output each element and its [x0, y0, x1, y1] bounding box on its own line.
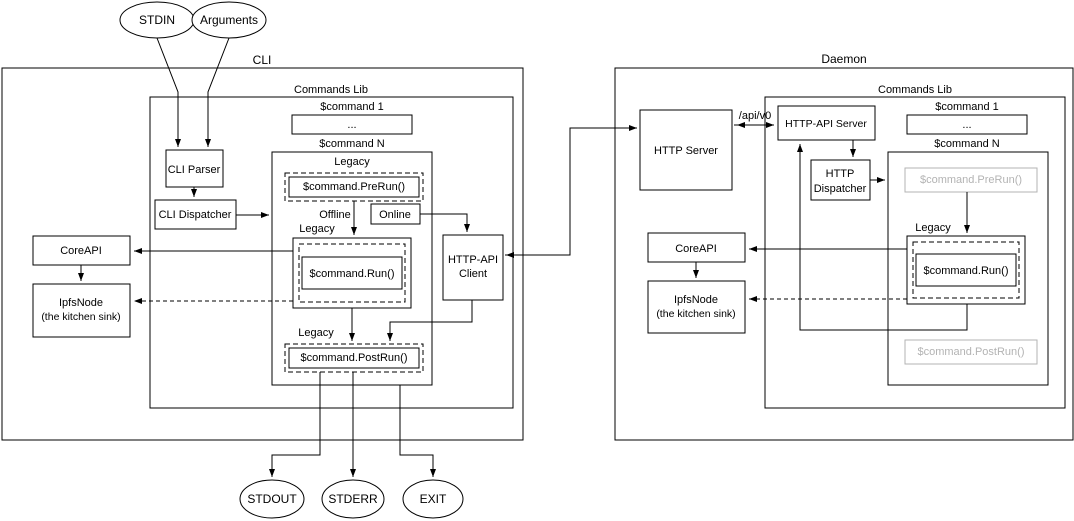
daemon-run-dashed-box [912, 241, 1020, 299]
daemon-run-box [915, 253, 1017, 287]
cli-ipfsnode-sublabel: (the kitchen sink) [41, 311, 120, 323]
cli-offline-label: Offline [319, 209, 351, 221]
http-dispatcher-label-1: HTTP [826, 168, 855, 180]
cli-commands-lib-label: Commands Lib [294, 84, 368, 96]
cli-label: CLI [253, 53, 272, 67]
cli-box [1, 67, 524, 441]
cli-legacy-box [271, 151, 433, 386]
daemon-legacy-box [887, 151, 1049, 386]
stdout-label: STDOUT [247, 492, 297, 506]
arrow-legacy-to-exit [399, 385, 436, 477]
cli-ipfsnode-box [32, 283, 131, 338]
daemon-box [614, 67, 1074, 441]
cli-online-label: Online [379, 209, 411, 221]
arrow-daemon-run-to-api-server [797, 144, 968, 331]
http-server-label: HTTP Server [654, 145, 718, 157]
http-server-box [639, 109, 733, 191]
daemon-ipfsnode-label: IpfsNode [674, 294, 718, 306]
cli-parser-box [165, 149, 224, 188]
cli-parser-label: CLI Parser [168, 164, 221, 176]
cli-prerun-box [288, 176, 420, 198]
cli-legacy-postrun-label: Legacy [298, 327, 334, 339]
cli-coreapi-label: CoreAPI [60, 245, 102, 257]
cli-legacy-top-label: Legacy [334, 156, 370, 168]
http-api-client-box [442, 234, 504, 301]
daemon-prerun-box [904, 167, 1038, 193]
arguments-terminal [191, 1, 267, 39]
cli-ipfsnode-label: IpfsNode [59, 297, 103, 309]
daemon-commands-lib-box [764, 96, 1066, 409]
cli-coreapi-box [32, 235, 131, 266]
http-api-client-label-2: Client [459, 268, 487, 280]
daemon-commands-ellipsis-box [906, 114, 1028, 135]
daemon-commands-lib-label: Commands Lib [878, 84, 952, 96]
cli-postrun-box [288, 347, 420, 369]
daemon-run-label: $command.Run() [924, 265, 1009, 277]
daemon-coreapi-label: CoreAPI [675, 243, 717, 255]
stdin-label: STDIN [139, 13, 175, 27]
arrow-stdin-to-parser [156, 37, 181, 147]
http-api-server-box [777, 105, 876, 141]
arguments-label: Arguments [200, 13, 258, 27]
cli-run-dashed-box [298, 243, 406, 303]
cli-legacy-run-label: Legacy [299, 223, 335, 235]
cli-commands-ellipsis-label: ... [347, 119, 356, 131]
arrow-online-to-http-client [420, 213, 470, 232]
arrow-http-client-to-postrun [387, 300, 473, 341]
http-api-client-label-1: HTTP-API [448, 254, 498, 266]
cli-postrun-label: $command.PostRun() [301, 352, 408, 364]
api-route-label: /api/v0 [739, 110, 771, 122]
arrow-http-client-to-http-server [505, 125, 637, 256]
daemon-legacy-run-label: Legacy [915, 222, 951, 234]
cli-run-box [301, 256, 403, 290]
arrow-arguments-to-parser [205, 37, 230, 147]
stderr-terminal [321, 479, 385, 519]
http-dispatcher-label-2: Dispatcher [814, 183, 867, 195]
daemon-label: Daemon [821, 52, 866, 66]
daemon-postrun-label: $command.PostRun() [918, 346, 1025, 358]
exit-terminal [402, 479, 464, 519]
cli-dispatcher-label: CLI Dispatcher [159, 209, 232, 221]
http-api-server-label: HTTP-API Server [785, 118, 867, 130]
daemon-commands-ellipsis-label: ... [962, 119, 971, 131]
daemon-prerun-label: $command.PreRun() [920, 174, 1022, 186]
exit-label: EXIT [420, 492, 447, 506]
cli-command-n-label: $command N [319, 138, 384, 150]
daemon-ipfsnode-sublabel: (the kitchen sink) [656, 308, 735, 320]
daemon-command-n-label: $command N [934, 138, 999, 150]
daemon-coreapi-box [647, 232, 746, 263]
daemon-run-outer-box [906, 235, 1026, 305]
cli-commands-ellipsis-box [291, 114, 413, 135]
stdout-terminal [239, 479, 305, 519]
arrow-postrun-to-stdout [269, 372, 321, 477]
stderr-label: STDERR [328, 492, 378, 506]
daemon-command-1-label: $command 1 [935, 101, 999, 113]
cli-prerun-label: $command.PreRun() [303, 181, 405, 193]
cli-dispatcher-box [154, 199, 237, 230]
daemon-ipfsnode-box [647, 280, 746, 334]
http-dispatcher-box [810, 159, 871, 201]
cli-run-label: $command.Run() [310, 268, 395, 280]
daemon-postrun-box [904, 339, 1038, 365]
cli-postrun-outer-box [284, 343, 424, 373]
cli-command-1-label: $command 1 [320, 101, 384, 113]
